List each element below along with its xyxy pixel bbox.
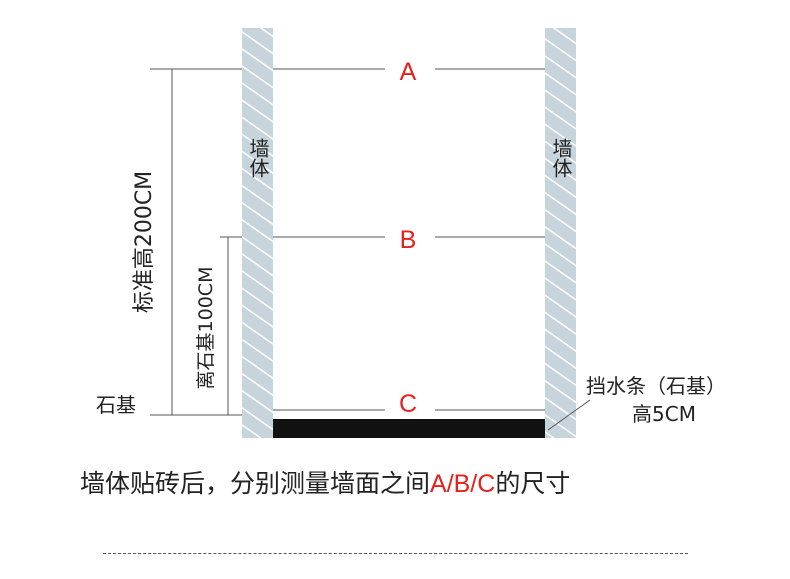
wall-left-label: 墙体 <box>246 138 270 178</box>
standard-height-label: 标准高200CM <box>132 171 157 313</box>
caption-prefix: 墙体贴砖后，分别测量墙面之间 <box>80 469 431 498</box>
measure-lines <box>150 68 591 431</box>
marker-c: C <box>399 390 417 418</box>
stone-base-offset-label: 离石基100CM <box>195 267 217 390</box>
stone-base-label: 石基 <box>96 393 136 417</box>
right-wall <box>545 28 576 438</box>
marker-a: A <box>400 58 417 86</box>
caption-suffix: 的尺寸 <box>495 469 571 498</box>
water-bar-leader <box>547 399 591 431</box>
water-bar-height-label: 高5CM <box>632 402 696 426</box>
marker-b: B <box>400 226 417 254</box>
left-wall <box>242 28 273 438</box>
dashed-divider <box>103 553 688 554</box>
water-bar-label: 挡水条（石基） <box>586 374 726 398</box>
stone-base-block <box>273 419 545 438</box>
wall-right-label: 墙体 <box>549 138 573 178</box>
caption: 墙体贴砖后，分别测量墙面之间A/B/C的尺寸 <box>80 466 570 502</box>
caption-highlight: A/B/C <box>430 470 496 498</box>
